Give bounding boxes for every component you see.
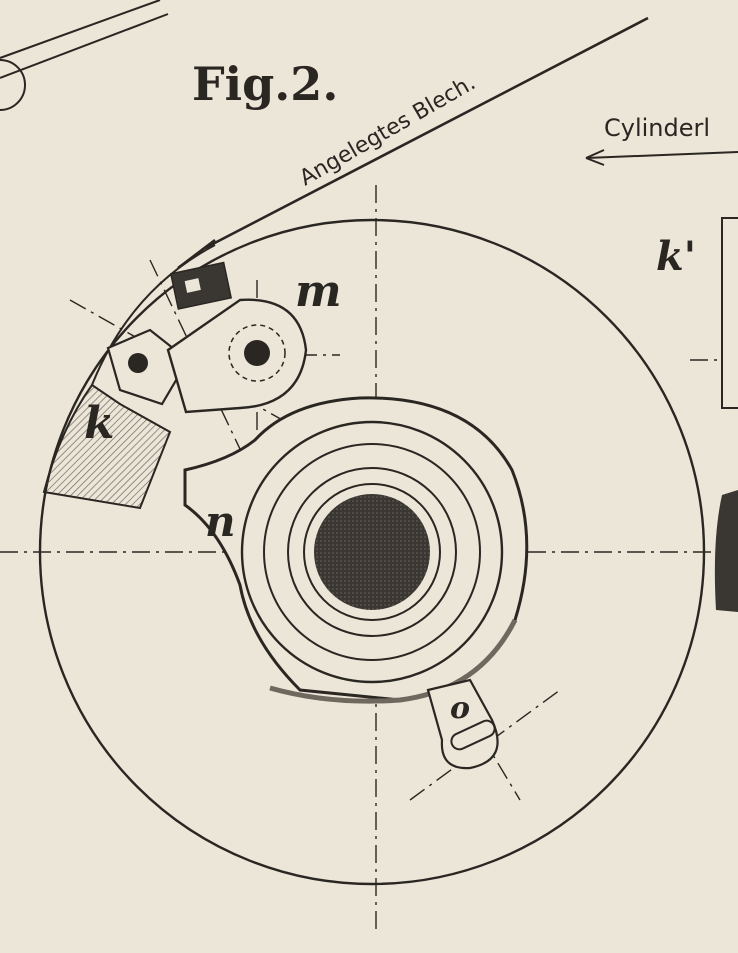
main-disc (38, 218, 706, 886)
cylinder-label: Cylinderl (604, 114, 710, 142)
square-block (169, 261, 233, 310)
label-k: k (84, 398, 115, 449)
label-n: n (205, 497, 236, 546)
figure-title: Fig.2. (192, 57, 338, 111)
lever-m (166, 298, 308, 414)
clamp-block-k (106, 328, 190, 406)
sheet-line (204, 16, 649, 250)
slot-tab-o (426, 678, 499, 770)
concentric-rings (240, 420, 504, 684)
rod-fragment (0, 0, 169, 111)
cam-plate-shadow (269, 618, 518, 704)
label-k-right: k' (656, 233, 696, 280)
hatched-sector (42, 383, 172, 510)
right-side-parts (714, 217, 738, 612)
label-o: o (450, 691, 470, 726)
sector-arc (91, 244, 216, 386)
label-m: m (295, 266, 342, 317)
central-hub (314, 494, 430, 610)
cylinder-arrow (585, 149, 738, 166)
